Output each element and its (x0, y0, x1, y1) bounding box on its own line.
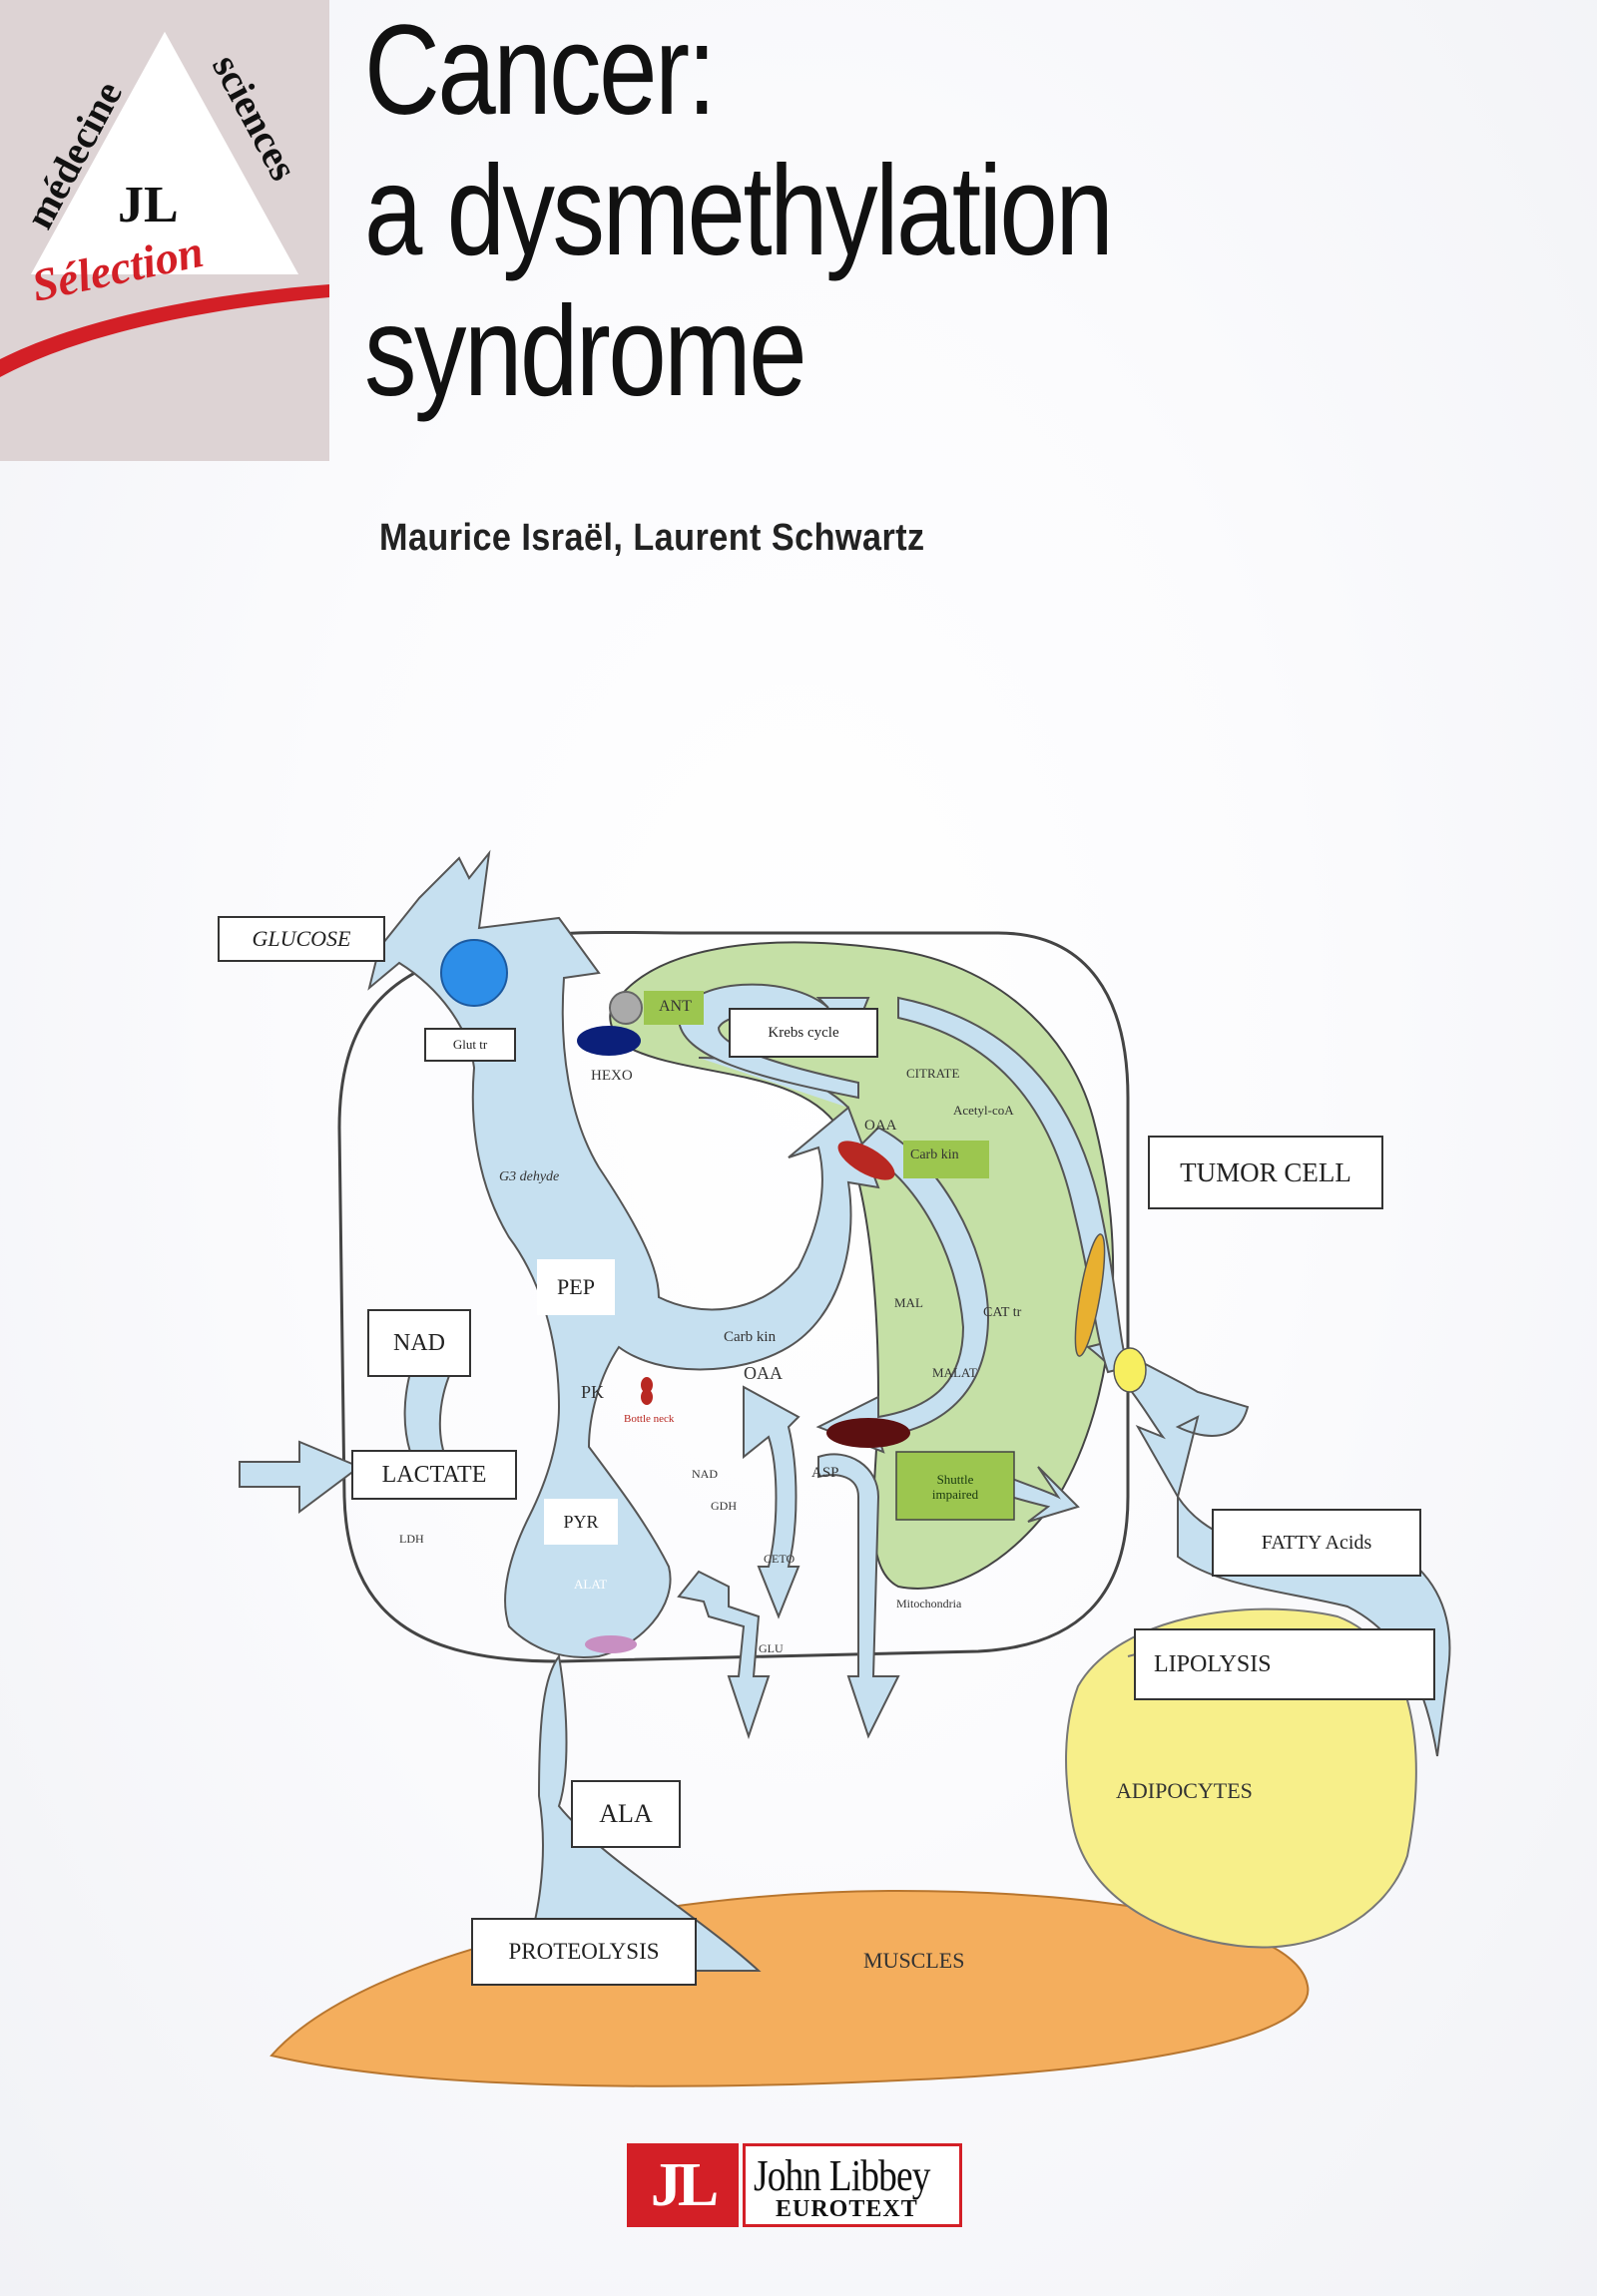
ala-transporter (585, 1635, 637, 1653)
mito-outer-flow (897, 996, 1130, 1374)
pk-label: PK (581, 1382, 605, 1402)
carb-kin-badge (903, 1141, 989, 1178)
proteolysis-box: PROTEOLYSIS (471, 1918, 697, 1986)
fatty-acids-box: FATTY Acids (1212, 1509, 1421, 1577)
oaa-label: OAA (744, 1363, 783, 1383)
shuttle-badge (895, 1451, 1015, 1521)
title-line-3: syndrome (364, 280, 807, 423)
glucose-box: GLUCOSE (218, 916, 385, 962)
mitochondria-shape (609, 941, 1115, 1590)
series-badge: médecine sciences JL Sélection (0, 0, 329, 461)
hexo-label: HEXO (591, 1068, 633, 1084)
pep-box: PEP (537, 1259, 615, 1315)
hexo-transporter (577, 1026, 641, 1056)
g3-dehyde-label: G3 dehyde (499, 1169, 560, 1184)
glut-transporter (440, 939, 508, 1007)
adipocytes-label: ADIPOCYTES (1116, 1778, 1253, 1803)
ldh-label: LDH (399, 1532, 424, 1546)
citrate-label: CITRATE (906, 1066, 960, 1081)
nad-box: NAD (367, 1309, 471, 1377)
publisher-name: John Libbey (754, 2151, 930, 2200)
ala-box: ALA (571, 1780, 681, 1848)
badge-jl-logo: JL (118, 177, 179, 233)
publisher-name-box: John Libbey EUROTEXT (743, 2143, 962, 2227)
pk-bottleneck-2 (641, 1389, 653, 1405)
title-line-2: a dysmethylation (364, 140, 1114, 282)
cell-outline (337, 930, 1130, 1663)
ant-transporter (609, 991, 643, 1025)
book-title: Cancer: a dysmethylation syndrome (364, 0, 1346, 422)
publisher-sub: EUROTEXT (776, 2196, 918, 2222)
shuttle-box: Shuttle impaired (931, 1472, 979, 1502)
authors: Maurice Israël, Laurent Schwartz (379, 517, 925, 559)
carb-kin-top-label: Carb kin (910, 1148, 959, 1162)
title-line-1: Cancer: (364, 0, 717, 142)
glut-box: Glut tr (424, 1028, 516, 1062)
bottle-neck-label: Bottle neck (624, 1413, 675, 1425)
gdh-label: GDH (711, 1499, 737, 1513)
cat-tr-label: CAT tr (983, 1305, 1022, 1320)
ant-badge (644, 991, 704, 1025)
asp-transporter (826, 1418, 910, 1448)
mal-label: MAL (894, 1295, 923, 1310)
pyr-box: PYR (544, 1499, 618, 1545)
tumor-cell-box: TUMOR CELL (1148, 1136, 1383, 1209)
publisher-jl-mark: JL (627, 2143, 739, 2227)
glu-label: GLU (759, 1641, 784, 1655)
muscles-label: MUSCLES (863, 1948, 965, 1973)
oaa-transporter (837, 1141, 895, 1180)
ant-label: ANT (659, 998, 692, 1015)
nad-small-label: NAD (692, 1467, 718, 1481)
lactate-box: LACTATE (351, 1450, 517, 1500)
badge-triangle-icon: médecine sciences JL Sélection (0, 31, 329, 377)
oaa-top-label: OAA (864, 1118, 897, 1134)
krebs-box: Krebs cycle (729, 1008, 878, 1058)
ceto-label: CETO (764, 1552, 796, 1566)
cat-transporter (1074, 1233, 1106, 1357)
lipolysis-box: LIPOLYSIS (1134, 1628, 1435, 1700)
malat-label: MALAT (932, 1365, 977, 1380)
asp-label: ASP (811, 1465, 839, 1481)
mitochondria-label: Mitochondria (896, 1597, 962, 1610)
alat-label: ALAT (574, 1577, 608, 1592)
fatty-transporter (1113, 1347, 1147, 1393)
acetyl-label: Acetyl-coA (953, 1103, 1014, 1118)
carb-kin-label: Carb kin (724, 1329, 777, 1345)
pk-bottleneck (641, 1377, 653, 1393)
publisher-logo: JL John Libbey EUROTEXT (627, 2143, 966, 2227)
